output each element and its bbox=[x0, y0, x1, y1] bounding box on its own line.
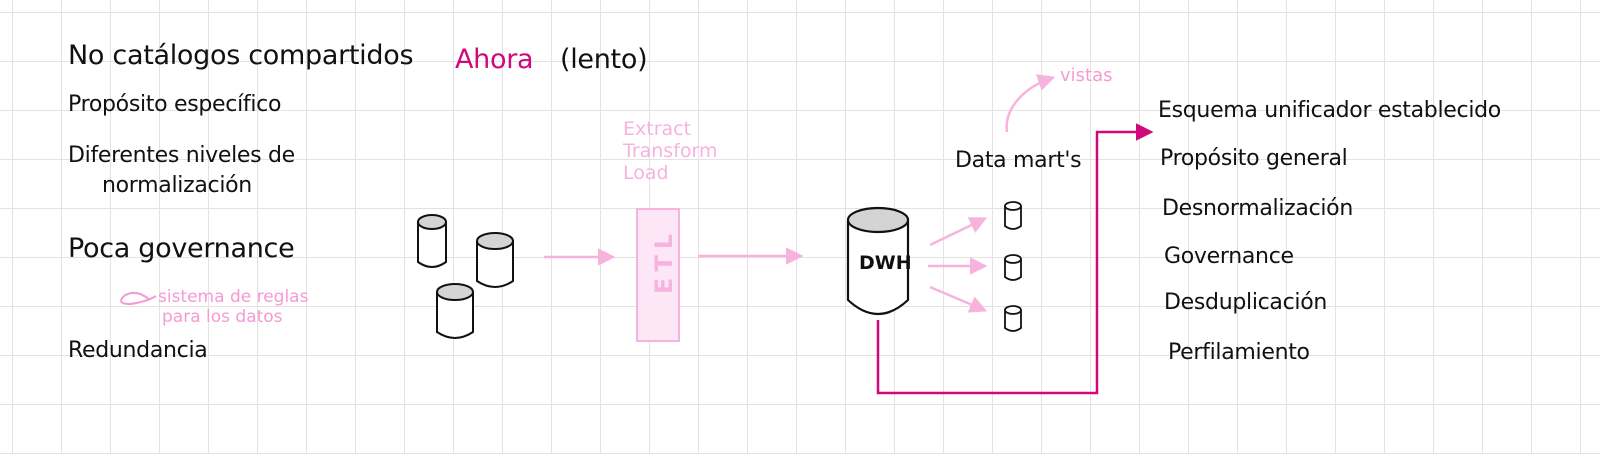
etl-box: ETL bbox=[636, 208, 680, 342]
current-item-3b: normalización bbox=[102, 173, 252, 198]
curved-arrow-icon bbox=[1005, 74, 1056, 133]
data-mart-icon-2 bbox=[1004, 254, 1022, 281]
arrow-right-icon bbox=[929, 285, 988, 313]
current-item-4: Poca governance bbox=[68, 233, 295, 264]
arrow-right-icon bbox=[929, 217, 988, 247]
current-item-3a: Diferentes niveles de bbox=[68, 143, 295, 168]
squiggle-pointer-icon bbox=[120, 291, 157, 306]
arrow-right-icon bbox=[876, 123, 1154, 395]
etl-note-extract: Extract bbox=[623, 118, 692, 140]
current-item-5: Redundancia bbox=[68, 338, 208, 363]
dwh-label: DWH bbox=[859, 252, 912, 274]
governance-note-line-2: para los datos bbox=[162, 307, 283, 327]
target-item-5: Desduplicación bbox=[1164, 290, 1328, 315]
etl-note-transform: Transform bbox=[623, 140, 718, 162]
target-item-1: Esquema unificador establecido bbox=[1158, 98, 1501, 123]
target-item-6: Perfilamiento bbox=[1168, 340, 1310, 365]
current-item-2: Propósito específico bbox=[68, 92, 282, 117]
source-database-icon-1 bbox=[417, 214, 447, 268]
dwh-database-icon bbox=[846, 206, 910, 315]
etl-box-label: ETL bbox=[650, 228, 678, 295]
target-item-4: Governance bbox=[1164, 244, 1294, 269]
views-label: vistas bbox=[1060, 65, 1113, 86]
source-database-icon-3 bbox=[436, 283, 474, 339]
current-item-1: No catálogos compartidos bbox=[68, 40, 414, 71]
governance-note-line-1: sistema de reglas bbox=[158, 287, 309, 307]
data-marts-label: Data mart's bbox=[955, 148, 1082, 173]
target-item-3: Desnormalización bbox=[1162, 196, 1353, 221]
etl-note-load: Load bbox=[623, 162, 669, 184]
data-mart-icon-3 bbox=[1004, 305, 1022, 332]
data-mart-icon-1 bbox=[1004, 201, 1022, 230]
title-slow: (lento) bbox=[560, 44, 648, 75]
title-now: Ahora bbox=[455, 44, 534, 75]
target-item-2: Propósito general bbox=[1160, 146, 1348, 171]
source-database-icon-2 bbox=[476, 232, 514, 288]
